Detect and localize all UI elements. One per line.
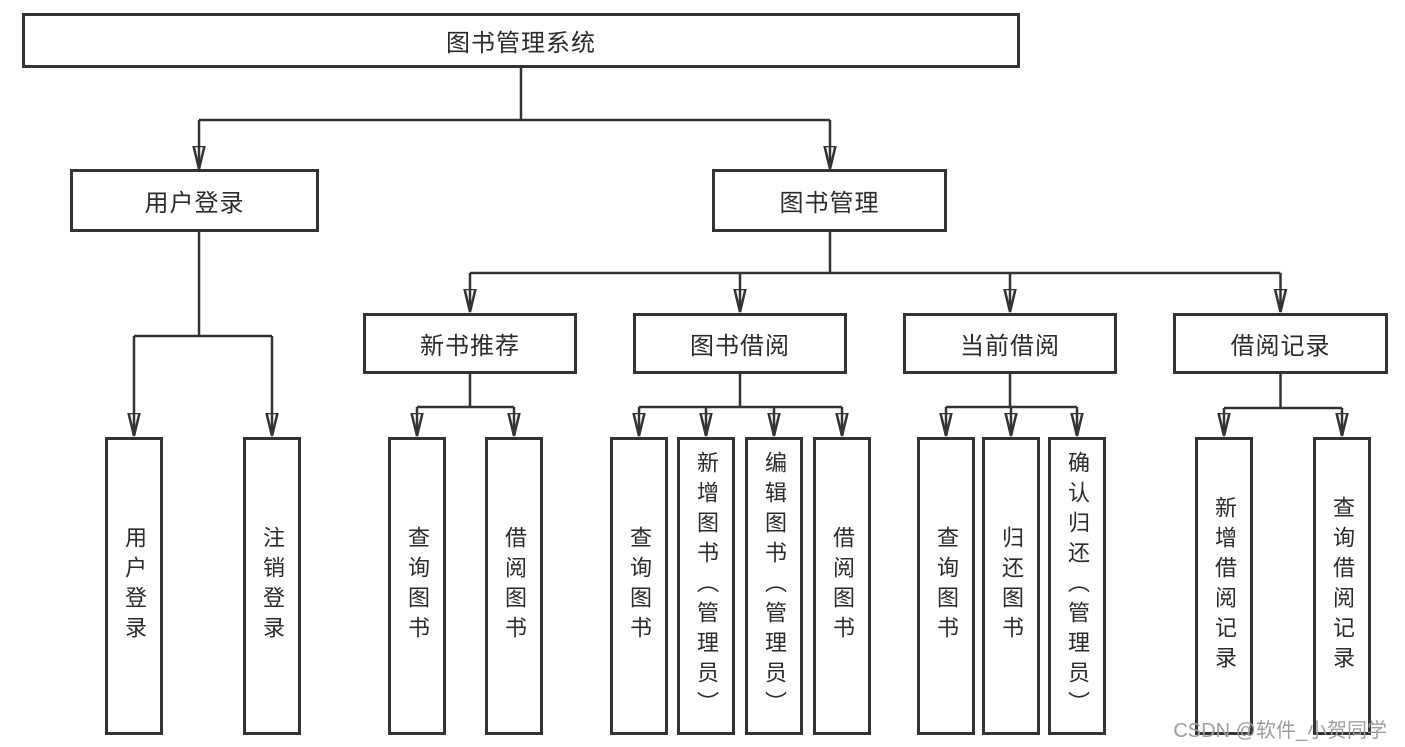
edges-root-to-level2 xyxy=(199,68,830,168)
leaf-recommend-borrow-book-label: 借阅图书 xyxy=(502,526,527,646)
edges-new-book-recommend-to-leaves xyxy=(417,374,514,435)
leaf-current-confirm-return-admin-label: 确认归还（管理员） xyxy=(1065,451,1090,721)
leaf-logout-label: 注销登录 xyxy=(260,526,285,646)
leaf-recommend-borrow-book: 借阅图书 xyxy=(485,437,543,735)
leaf-borrow-add-book-admin-label: 新增图书（管理员） xyxy=(694,451,719,721)
leaf-current-return-book: 归还图书 xyxy=(982,437,1040,735)
node-new-book-recommend: 新书推荐 xyxy=(363,313,577,374)
leaf-records-add-record-label: 新增借阅记录 xyxy=(1212,496,1237,676)
node-book-management: 图书管理 xyxy=(712,169,947,232)
edges-book-management-to-level3 xyxy=(470,232,1281,311)
leaf-records-query-record-label: 查询借阅记录 xyxy=(1330,496,1355,676)
leaf-logout: 注销登录 xyxy=(243,437,301,735)
leaf-user-login-label: 用户登录 xyxy=(122,526,147,646)
leaf-borrow-add-book-admin: 新增图书（管理员） xyxy=(677,437,735,735)
node-borrow-records: 借阅记录 xyxy=(1173,313,1388,374)
leaf-borrow-borrow-book: 借阅图书 xyxy=(813,437,871,735)
leaf-records-add-record: 新增借阅记录 xyxy=(1195,437,1253,735)
edges-current-borrow-to-leaves xyxy=(946,374,1077,435)
node-root-system: 图书管理系统 xyxy=(22,13,1020,68)
node-user-login: 用户登录 xyxy=(70,169,319,232)
edges-user-login-to-leaves xyxy=(134,232,272,435)
leaf-borrow-query-book-label: 查询图书 xyxy=(627,526,652,646)
leaf-current-query-book: 查询图书 xyxy=(917,437,975,735)
edges-book-borrow-to-leaves xyxy=(639,374,842,435)
leaf-borrow-edit-book-admin-label: 编辑图书（管理员） xyxy=(762,451,787,721)
leaf-user-login: 用户登录 xyxy=(105,437,163,735)
leaf-borrow-borrow-book-label: 借阅图书 xyxy=(830,526,855,646)
csdn-watermark: CSDN @软件_小贺同学 xyxy=(1173,720,1387,742)
leaf-borrow-query-book: 查询图书 xyxy=(610,437,668,735)
leaf-recommend-query-book: 查询图书 xyxy=(388,437,446,735)
edges-borrow-records-to-leaves xyxy=(1224,374,1342,435)
leaf-current-confirm-return-admin: 确认归还（管理员） xyxy=(1048,437,1106,735)
node-current-borrow: 当前借阅 xyxy=(903,313,1117,374)
leaf-records-query-record: 查询借阅记录 xyxy=(1313,437,1371,735)
leaf-recommend-query-book-label: 查询图书 xyxy=(405,526,430,646)
node-book-borrow: 图书借阅 xyxy=(633,313,847,374)
leaf-current-query-book-label: 查询图书 xyxy=(934,526,959,646)
leaf-current-return-book-label: 归还图书 xyxy=(999,526,1024,646)
leaf-borrow-edit-book-admin: 编辑图书（管理员） xyxy=(745,437,803,735)
